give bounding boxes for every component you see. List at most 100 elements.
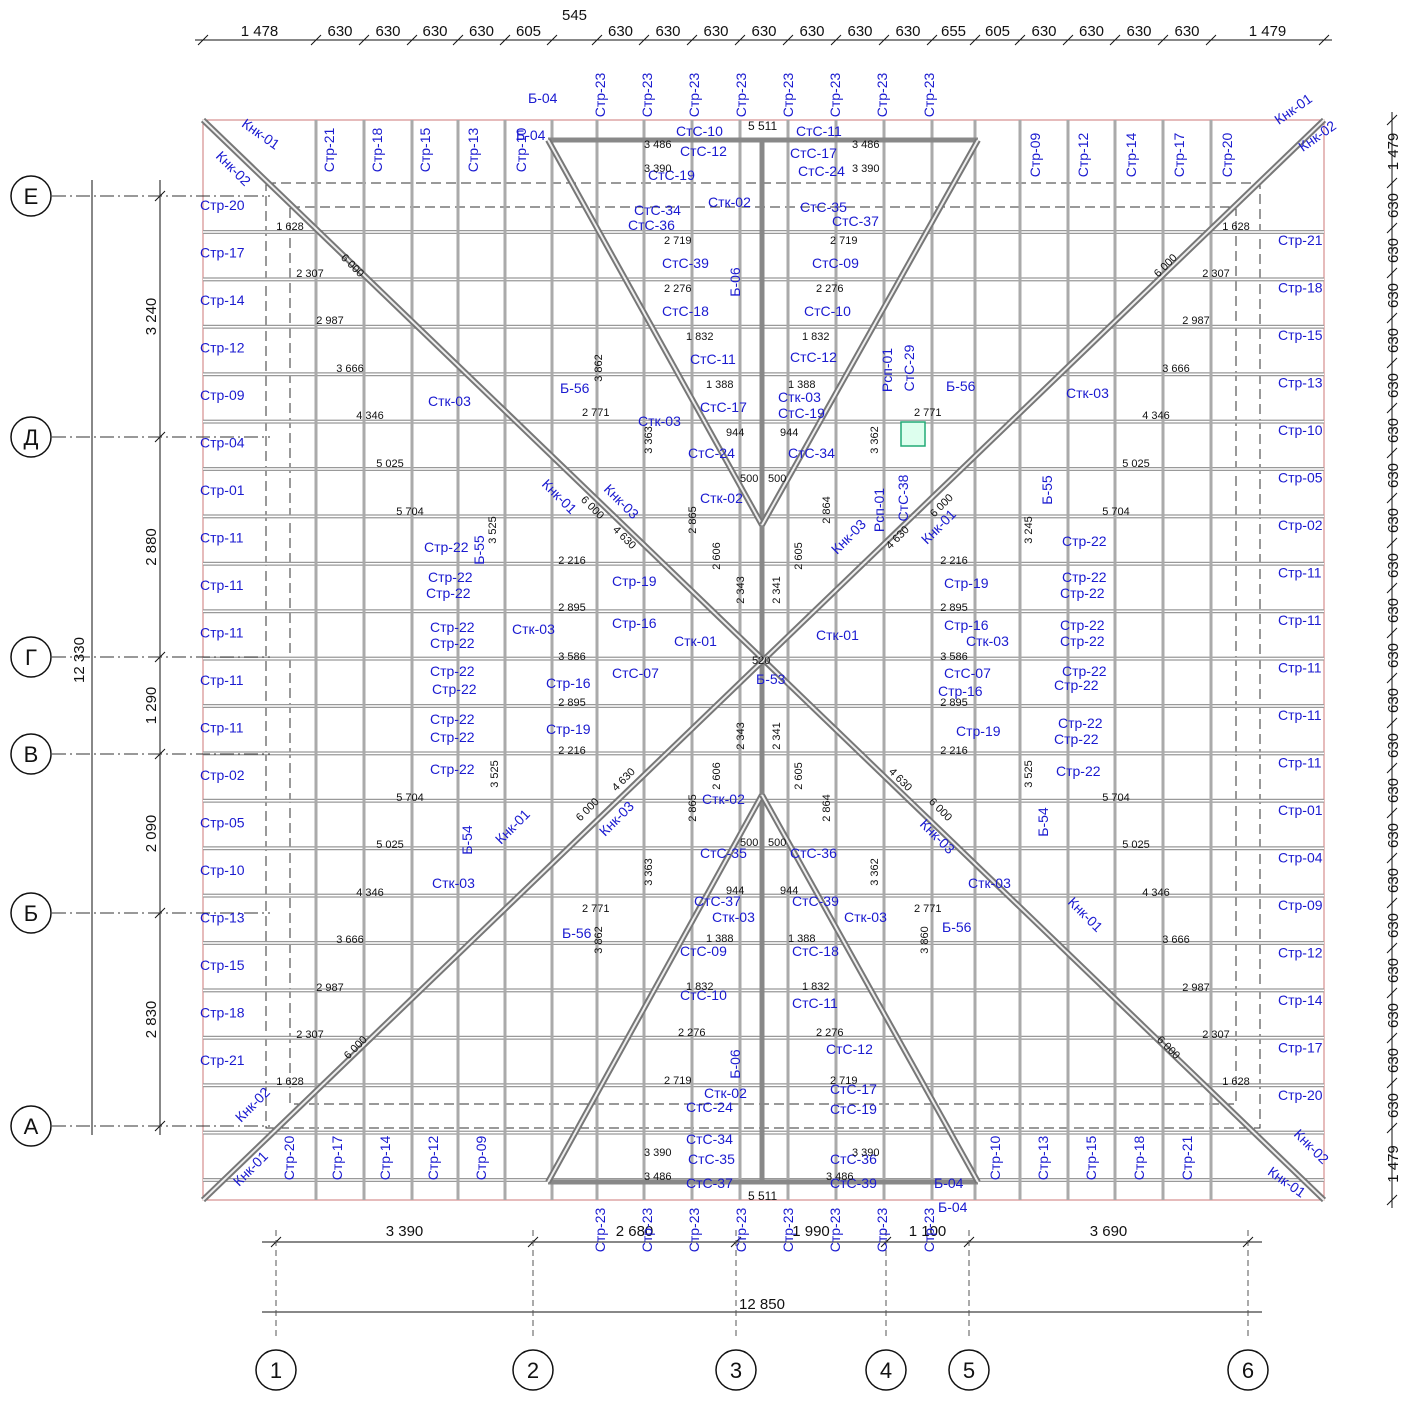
stc-label: СтС-17: [830, 1081, 877, 1097]
stc-label: СтС-37: [832, 213, 879, 229]
bottom-mid-label: Стр-23: [592, 1208, 608, 1253]
jack-length: 2 307: [296, 268, 324, 280]
d944-b: 944: [780, 427, 798, 439]
stk02-d: Стк-02: [704, 1085, 747, 1101]
top-left-label: Стр-18: [369, 128, 385, 173]
tick: [1386, 897, 1398, 909]
stc-label: СтС-39: [662, 255, 709, 271]
stc-label: СтС-24: [688, 445, 735, 461]
left-rafter-label: Стр-05: [200, 815, 245, 831]
vertical-dim: 2 343: [735, 576, 747, 604]
right-rafter-label: Стр-12: [1278, 945, 1323, 961]
center-length: 2 216: [940, 555, 968, 567]
top-mid-label: Стр-23: [874, 73, 890, 118]
tick: [1386, 1077, 1398, 1089]
right-rafter-label: Стр-11: [1278, 707, 1322, 723]
stc-label: СтС-17: [700, 399, 747, 415]
vertical-dim: 3 862: [593, 354, 605, 382]
vertical-dim: 3 362: [869, 426, 881, 454]
stk03-l1: Стк-03: [428, 393, 471, 409]
top-mid-label: Стр-23: [921, 73, 937, 118]
b56-d: Б-56: [942, 919, 972, 935]
right-dim-label: 630: [1385, 1048, 1402, 1073]
tick: [1386, 492, 1398, 504]
b56-c: Б-56: [562, 925, 592, 941]
stk03-l2: Стк-03: [432, 875, 475, 891]
tick: [638, 34, 650, 46]
d2276-c: 2 276: [678, 1027, 706, 1039]
right-rafter-label: Стр-04: [1278, 850, 1323, 866]
rafter-labels: Стр-20Стр-17Стр-14Стр-12Стр-09Стр-04Стр-…: [200, 73, 1339, 1253]
vertical-dim: 2 605: [793, 542, 805, 570]
stk03-c3: Стк-03: [844, 909, 887, 925]
tick: [1062, 34, 1074, 46]
row-axis-bubble: [10, 733, 52, 775]
stc-label: СтС-10: [680, 987, 727, 1003]
right-rafter-label: Стр-17: [1278, 1040, 1323, 1056]
jack-length: 5 704: [396, 792, 424, 804]
top-dim-label: 655: [941, 23, 966, 40]
left-total-dim: 12 330: [71, 637, 88, 683]
right-dim-label: 630: [1385, 373, 1402, 398]
rafters-layer: [203, 120, 1324, 1200]
d3486-c: 3 486: [644, 1171, 672, 1183]
stk03-c4: Стк-03: [778, 389, 821, 405]
bottom-left-label: Стр-17: [329, 1136, 345, 1181]
rsp01-label: Рсп-01: [879, 348, 895, 392]
left-dim-label: 2 830: [143, 1001, 160, 1039]
top-mid-label: Стр-23: [592, 73, 608, 118]
b55-label: Б-55: [471, 535, 487, 565]
tick: [1386, 114, 1398, 126]
left-rafter-label: Стр-11: [200, 625, 244, 641]
d944-c: 944: [726, 885, 744, 897]
left-rafter-label: Стр-21: [200, 1052, 245, 1068]
left-rafter-label: Стр-11: [200, 672, 244, 688]
tick: [591, 34, 603, 46]
jack-length: 2 987: [1182, 982, 1210, 994]
tick: [1386, 942, 1398, 954]
tick: [1205, 34, 1217, 46]
tick: [406, 34, 418, 46]
stc-label: СтС-12: [790, 349, 837, 365]
stc-label: СтС-17: [790, 145, 837, 161]
right-dim-label: 630: [1385, 553, 1402, 578]
row-axis-label: Г: [25, 645, 37, 670]
b04-bot2: Б-04: [938, 1199, 968, 1215]
left-rafter-label: Стр-13: [200, 910, 245, 926]
corner-label: Кнк-01: [239, 115, 283, 152]
vertical-dim: 2 605: [793, 762, 805, 790]
top-dim-label: 630: [1031, 23, 1056, 40]
str19-bl: Стр-19: [546, 721, 591, 737]
right-rafter-label: Стр-01: [1278, 802, 1323, 818]
jack-length: 2 307: [296, 1029, 324, 1041]
left-rafter-label: Стр-04: [200, 435, 245, 451]
vertical-dim: 3 525: [487, 516, 499, 544]
stc-label: СтС-10: [676, 123, 723, 139]
tick: [1386, 672, 1398, 684]
bottom-dim-label: 2 680: [616, 1223, 654, 1240]
col-axis-label: 3: [730, 1358, 742, 1383]
left-rafter-label: Стр-15: [200, 957, 245, 973]
d4630: 4 630: [610, 524, 638, 552]
stc-label: СтС-24: [686, 1099, 733, 1115]
col-axis-label: 6: [1242, 1358, 1254, 1383]
tick: [1014, 34, 1026, 46]
str22-label: Стр-22: [428, 569, 473, 585]
top-dim-label: 630: [655, 23, 680, 40]
str22-label: Стр-22: [1056, 763, 1101, 779]
top-dim-label: 630: [1126, 23, 1151, 40]
right-dim-label: 630: [1385, 193, 1402, 218]
tick: [1386, 537, 1398, 549]
d2771-b: 2 771: [914, 407, 942, 419]
top-mid-label: Стр-23: [733, 73, 749, 118]
left-rafter-label: Стр-02: [200, 767, 245, 783]
stk01-right-label: Стк-01: [816, 627, 859, 643]
corner-label: Кнк-01: [1271, 90, 1315, 127]
right-rafter-label: Стр-11: [1278, 660, 1322, 676]
top-dim-label: 630: [1174, 23, 1199, 40]
top-dim-label: 630: [422, 23, 447, 40]
stk02-a: Стк-02: [708, 194, 751, 210]
str22-label: Стр-22: [1054, 677, 1099, 693]
jack-length: 4 346: [1142, 410, 1170, 422]
bottom-mid-label: Стр-23: [639, 1208, 655, 1253]
